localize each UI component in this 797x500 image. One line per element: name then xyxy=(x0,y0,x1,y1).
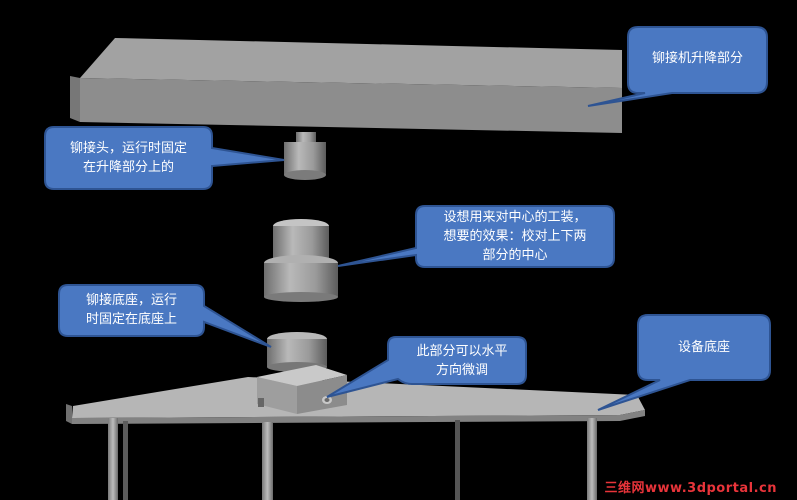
callout-rivet-base xyxy=(58,284,272,348)
callout-equipment-base xyxy=(597,314,771,411)
label-rivet-head: 铆接头，运行时固定 在升降部分上的 xyxy=(45,139,212,177)
watermark: 三维网www.3dportal.cn xyxy=(605,477,778,496)
label-rivet-base: 铆接底座，运行 时固定在底座上 xyxy=(59,291,204,329)
label-equipment-base: 设备底座 xyxy=(638,338,770,357)
centering-fixture xyxy=(264,219,338,302)
rivet-head xyxy=(284,132,326,180)
label-equipment-base-line: 设备底座 xyxy=(677,340,730,355)
watermark-url: www.3dportal.cn xyxy=(645,481,777,496)
label-lift-part-line: 铆接机升降部分 xyxy=(651,51,743,66)
label-adjust-part-line-1: 此部分可以水平 xyxy=(416,344,508,359)
label-adjust-part: 此部分可以水平 方向微调 xyxy=(398,342,526,380)
callout-rivet-head xyxy=(44,126,285,190)
callout-adjust-part xyxy=(326,336,527,398)
label-rivet-base-line-1: 铆接底座，运行 xyxy=(85,293,177,308)
callout-centering-tool xyxy=(337,205,615,268)
label-adjust-part-line-2: 方向微调 xyxy=(435,363,488,378)
label-rivet-head-line-2: 在升降部分上的 xyxy=(82,160,174,175)
equipment-table xyxy=(66,377,645,500)
adjustable-block xyxy=(257,365,347,414)
callout-lift-part xyxy=(587,26,768,107)
label-lift-part: 铆接机升降部分 xyxy=(628,49,767,68)
label-centering-tool: 设想用来对中心的工装， 想要的效果：校对上下两 部分的中心 xyxy=(416,208,614,265)
watermark-brand: 三维网 xyxy=(604,481,646,496)
label-centering-tool-line-1: 设想用来对中心的工装， xyxy=(443,210,587,225)
lift-plate xyxy=(70,38,622,133)
rivet-base xyxy=(267,332,327,372)
label-rivet-base-line-2: 时固定在底座上 xyxy=(85,312,177,327)
label-centering-tool-line-3: 部分的中心 xyxy=(482,248,548,263)
label-rivet-head-line-1: 铆接头，运行时固定 xyxy=(69,141,187,156)
label-centering-tool-line-2: 想要的效果：校对上下两 xyxy=(443,229,587,244)
